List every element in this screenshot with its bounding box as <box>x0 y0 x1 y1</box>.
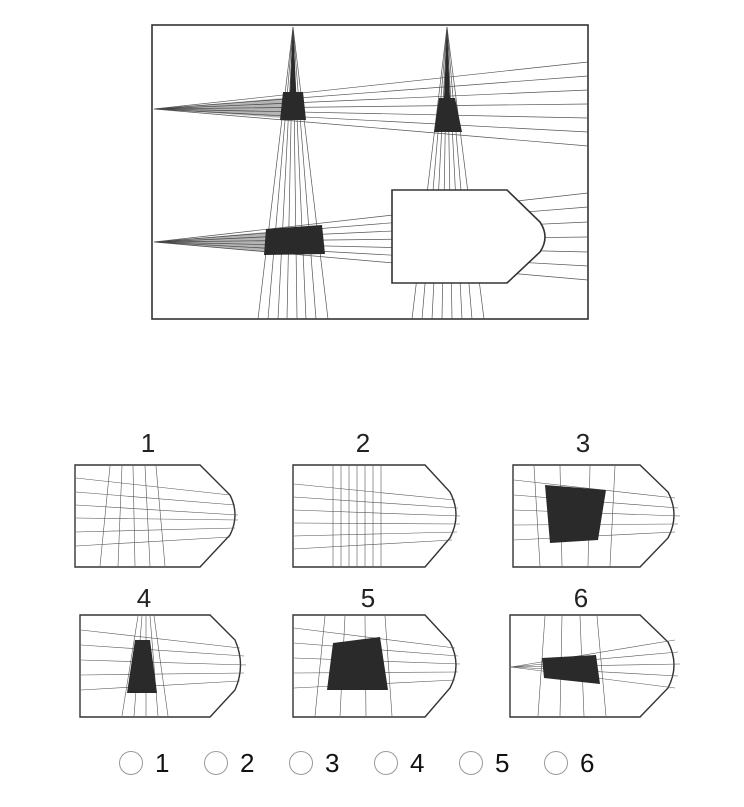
option-4-shape[interactable] <box>79 614 247 718</box>
radio-button[interactable] <box>374 751 398 775</box>
option-6-number: 6 <box>573 583 589 613</box>
option-5-number: 5 <box>360 583 376 613</box>
option-1-number: 1 <box>140 428 156 458</box>
answer-label: 3 <box>325 748 340 778</box>
missing-piece-shape <box>391 189 546 284</box>
radio-button[interactable] <box>459 751 483 775</box>
question-panel <box>151 24 589 320</box>
intersection-top-right <box>434 98 462 132</box>
option-6-shape[interactable] <box>509 614 681 718</box>
radio-button[interactable] <box>289 751 313 775</box>
answer-label: 1 <box>155 748 170 778</box>
beam-horizontal-top <box>153 61 589 147</box>
option-4-number: 4 <box>136 583 152 613</box>
answer-label: 6 <box>580 748 595 778</box>
option-2-shape[interactable] <box>292 464 461 568</box>
answer-label: 5 <box>495 748 510 778</box>
radio-button[interactable] <box>544 751 568 775</box>
option-2-number: 2 <box>355 428 371 458</box>
answer-label: 4 <box>410 748 425 778</box>
intersection-top-left <box>280 92 306 120</box>
answer-label: 2 <box>240 748 255 778</box>
option-5-shape[interactable] <box>292 614 461 718</box>
radio-button[interactable] <box>119 751 143 775</box>
radio-button[interactable] <box>204 751 228 775</box>
intersection-bottom-left <box>264 225 325 255</box>
option-3-number: 3 <box>575 428 591 458</box>
option-3-shape[interactable] <box>512 464 681 568</box>
answer-choices: 1 2 3 4 5 6 <box>0 745 744 785</box>
option-1-shape[interactable] <box>74 464 239 568</box>
